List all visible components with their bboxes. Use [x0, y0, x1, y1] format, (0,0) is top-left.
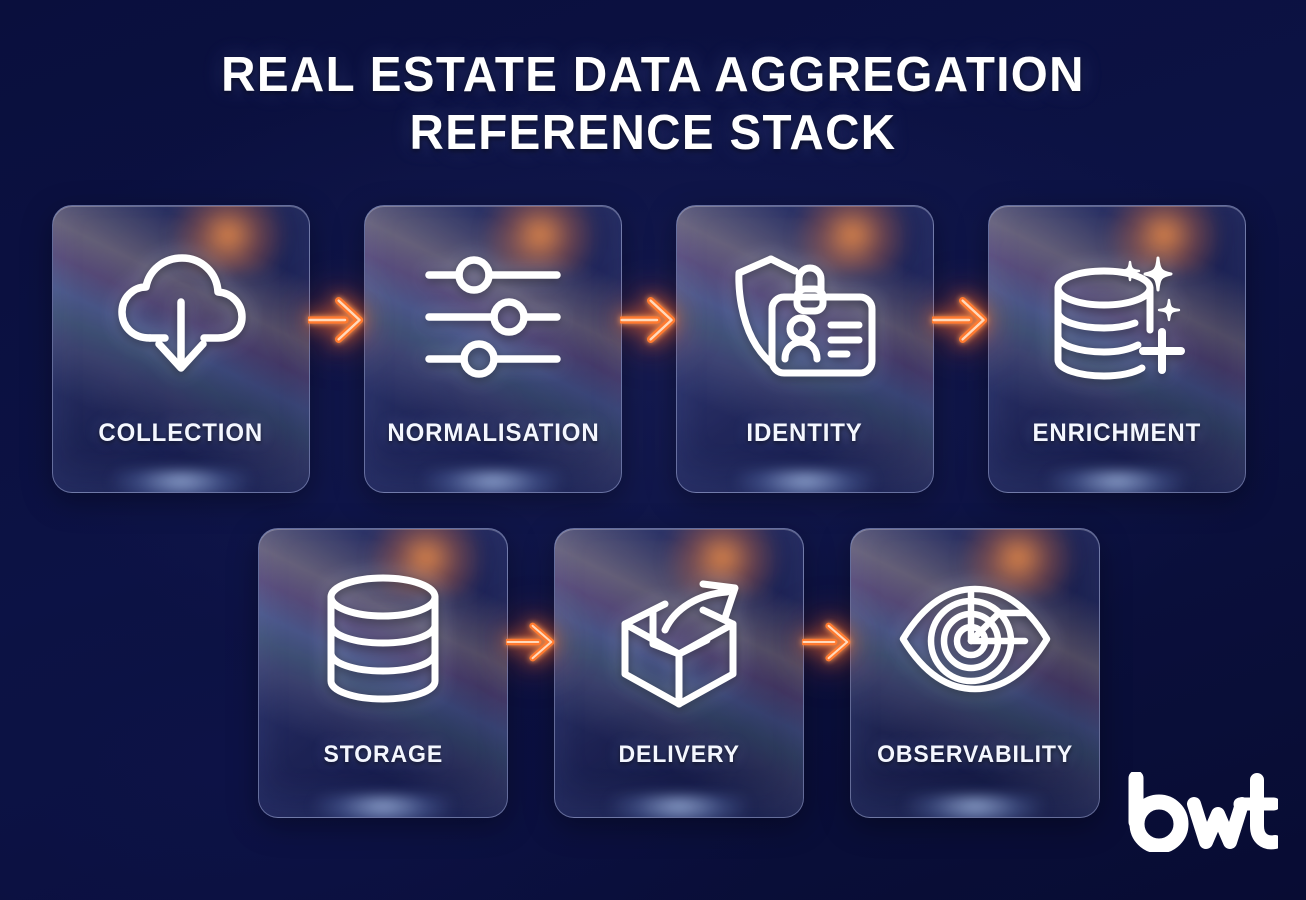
stage-label: STORAGE: [323, 741, 443, 768]
top-row: COLLECTION: [52, 205, 1246, 493]
sliders-icon: [365, 206, 621, 419]
stage-label: ENRICHMENT: [1032, 419, 1202, 447]
connector-arrow-1: [308, 205, 366, 493]
stage-card-normalisation[interactable]: NORMALISATION: [364, 205, 622, 493]
database-sparkle-plus-icon: [989, 206, 1245, 419]
connector-arrow-2: [620, 205, 678, 493]
connector-arrow-4: [506, 528, 556, 818]
box-arrow-out-icon: [555, 529, 803, 741]
stage-label: COLLECTION: [98, 419, 264, 447]
stage-label: OBSERVABILITY: [876, 741, 1073, 768]
connector-arrow-5: [802, 528, 852, 818]
stage-label: NORMALISATION: [386, 419, 600, 447]
shield-id-badge-icon: [677, 206, 933, 419]
cloud-download-icon: [53, 206, 309, 419]
title-line-2: REFERENCE STACK: [409, 106, 897, 160]
stage-card-enrichment[interactable]: ENRICHMENT: [988, 205, 1246, 493]
database-icon: [259, 529, 507, 741]
stage-card-storage[interactable]: STORAGE: [258, 528, 508, 818]
eye-target-icon: [851, 529, 1099, 741]
stage-card-collection[interactable]: COLLECTION: [52, 205, 310, 493]
title-line-1: REAL ESTATE DATA AGGREGATION: [221, 48, 1085, 102]
stage-label: IDENTITY: [746, 419, 864, 447]
bottom-row: STORAGE: [258, 528, 1100, 818]
stage-card-identity[interactable]: IDENTITY: [676, 205, 934, 493]
connector-arrow-3: [932, 205, 990, 493]
stage-card-observability[interactable]: OBSERVABILITY: [850, 528, 1100, 818]
page-title: REAL ESTATE DATA AGGREGATION REFERENCE S…: [0, 46, 1306, 162]
bwt-logo: [1128, 772, 1278, 852]
stage-label: DELIVERY: [618, 741, 740, 768]
stage-card-delivery[interactable]: DELIVERY: [554, 528, 804, 818]
